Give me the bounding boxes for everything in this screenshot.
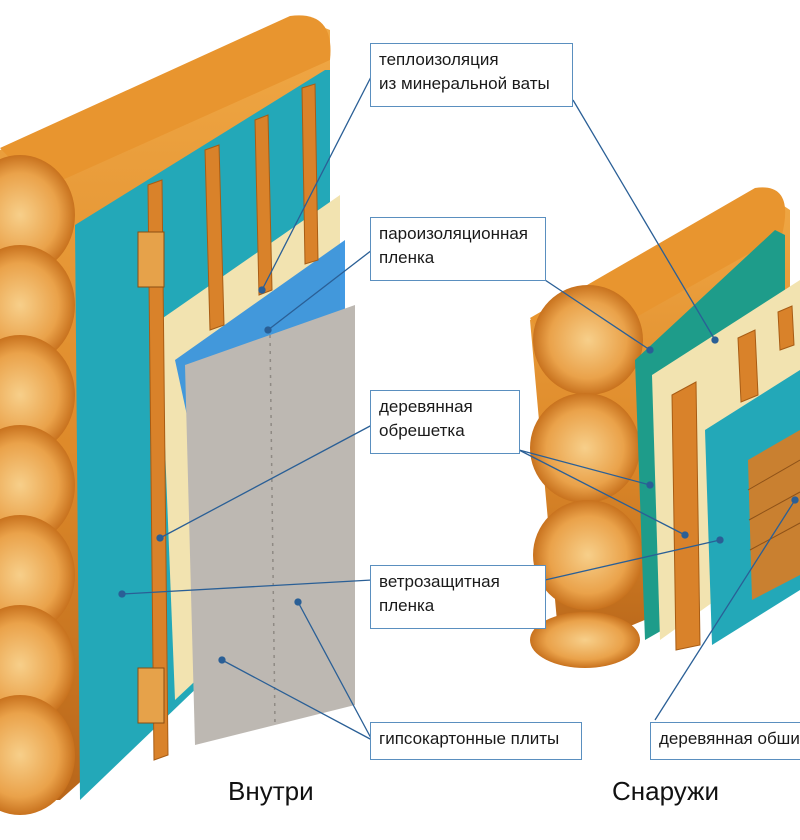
drywall-panel-left: [185, 305, 355, 745]
label-wood-lathing: деревянная обрешетка: [370, 390, 520, 454]
wood-cladding-boards: [748, 430, 800, 600]
inside-title: Внутри: [228, 776, 314, 806]
label-wind-barrier: ветрозащитная пленка: [370, 565, 546, 629]
label-wood-cladding: деревянная обшивка: [650, 722, 800, 760]
wood-battens-left: [147, 83, 319, 761]
log-ends-left: [0, 155, 75, 815]
leader-lines: [118, 74, 799, 741]
wood-battens-right: [671, 305, 795, 651]
label-drywall: гипсокартонные плиты: [370, 722, 582, 760]
mounting-brackets-left: [137, 231, 165, 724]
outside-wall-illustration: [530, 187, 800, 668]
top-log-left: [0, 15, 331, 190]
label-vapor-barrier: пароизоляционная пленка: [370, 217, 546, 281]
inside-wall-illustration: [0, 15, 355, 815]
drywall-seam: [269, 334, 276, 726]
outside-title: Снаружи: [612, 776, 719, 806]
label-insulation: теплоизоляция из минеральной ваты: [370, 43, 573, 107]
